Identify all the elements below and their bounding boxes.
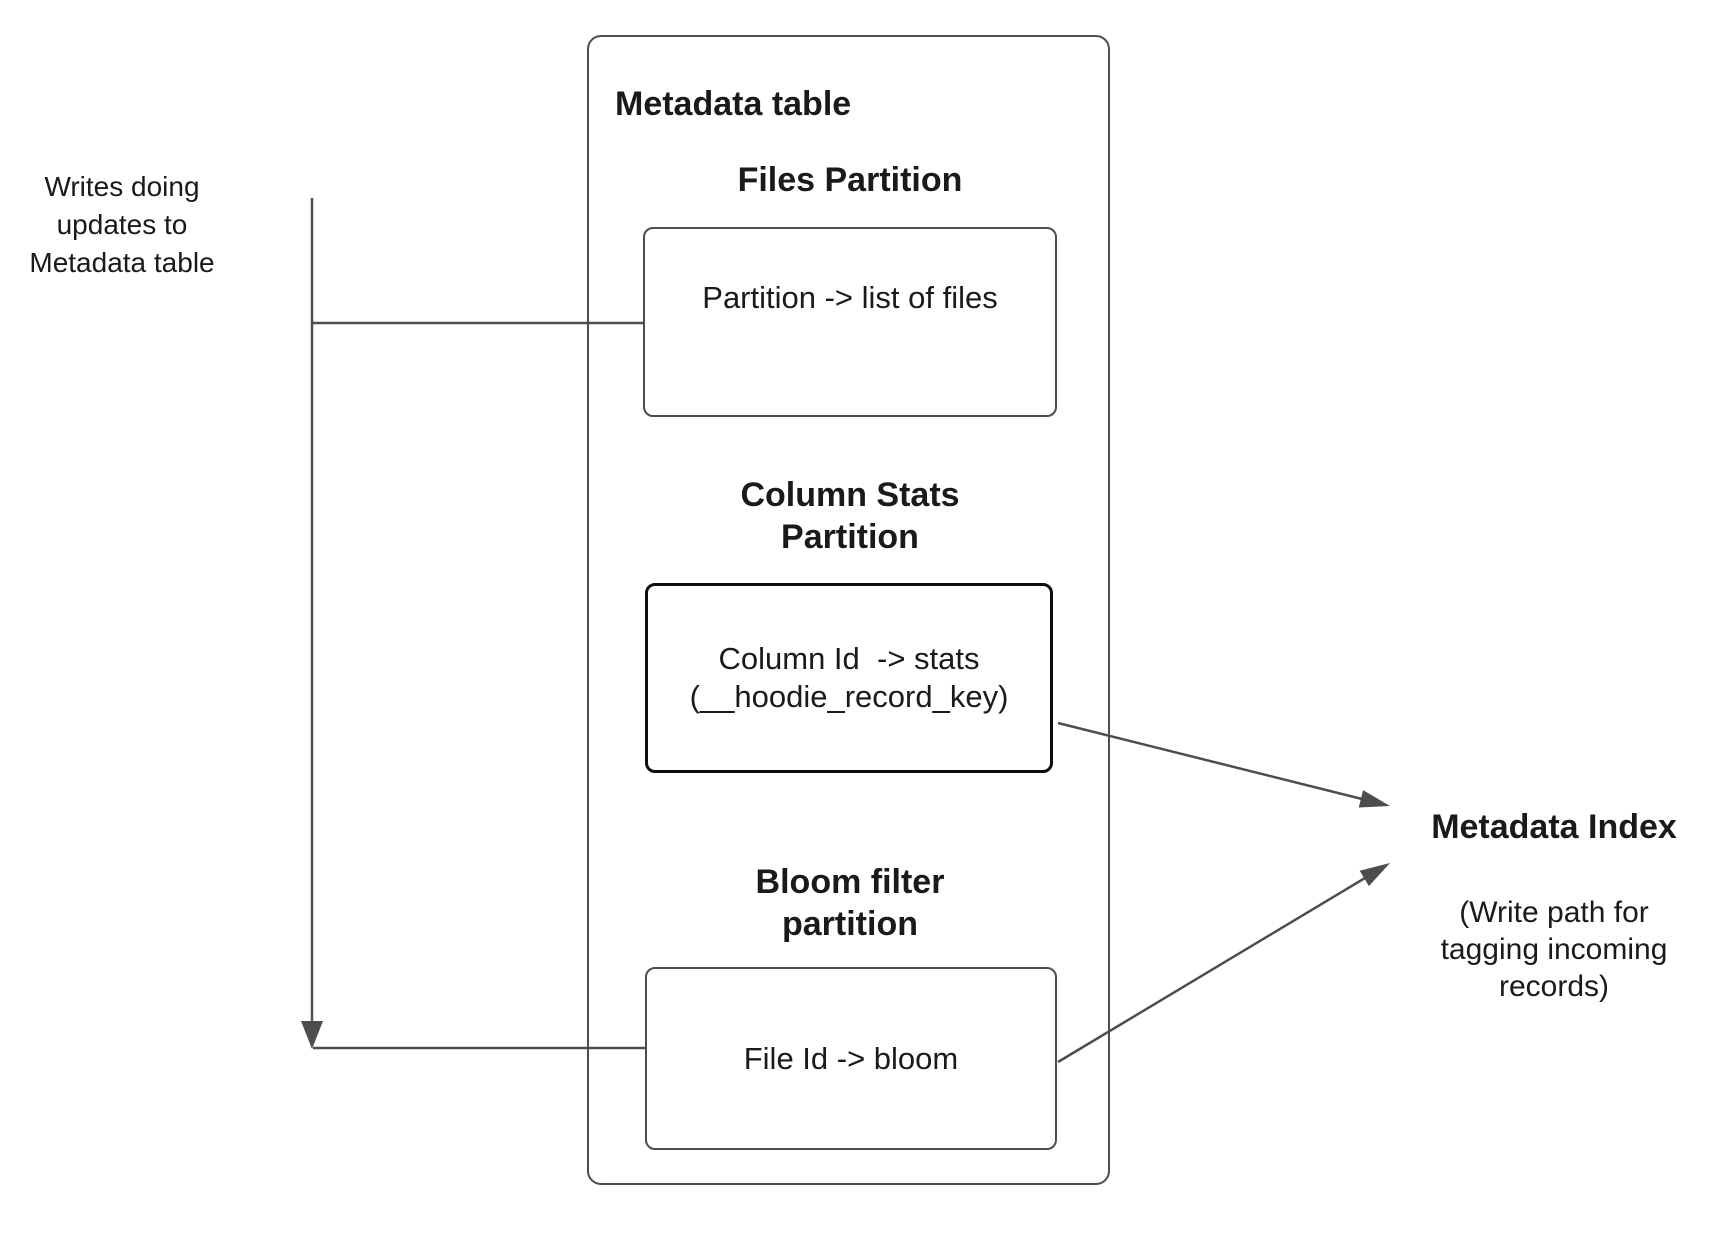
files-partition-box: Partition -> list of files — [643, 227, 1057, 417]
files-partition-box-text: Partition -> list of files — [702, 280, 998, 315]
column-stats-partition-heading: Column Stats Partition — [740, 476, 960, 556]
column-stats-partition-box: Column Id -> stats (__hoodie_record_key) — [645, 583, 1053, 773]
bloom-to-index-arrowhead-icon — [1359, 863, 1390, 887]
column-stats-to-index-arrowhead-icon — [1358, 790, 1390, 808]
bloom-filter-partition-heading: Bloom filter partition — [755, 863, 945, 943]
metadata-index-title: Metadata Index — [1431, 808, 1677, 846]
bloom-filter-partition-box-text: File Id -> bloom — [743, 1040, 959, 1076]
files-partition-heading: Files Partition — [737, 161, 963, 199]
metadata-table-title: Metadata table — [615, 85, 852, 123]
metadata-index-note: (Write path for tagging incoming records… — [1440, 896, 1668, 1003]
bloom-filter-partition-box: File Id -> bloom — [645, 967, 1057, 1150]
metadata-table-container — [587, 35, 1110, 1185]
writes-down-arrowhead-icon — [301, 1021, 323, 1049]
writes-updates-label: Writes doing updates to Metadata table — [29, 171, 215, 278]
column-stats-partition-box-text: Column Id -> stats (__hoodie_record_key) — [689, 641, 1009, 714]
